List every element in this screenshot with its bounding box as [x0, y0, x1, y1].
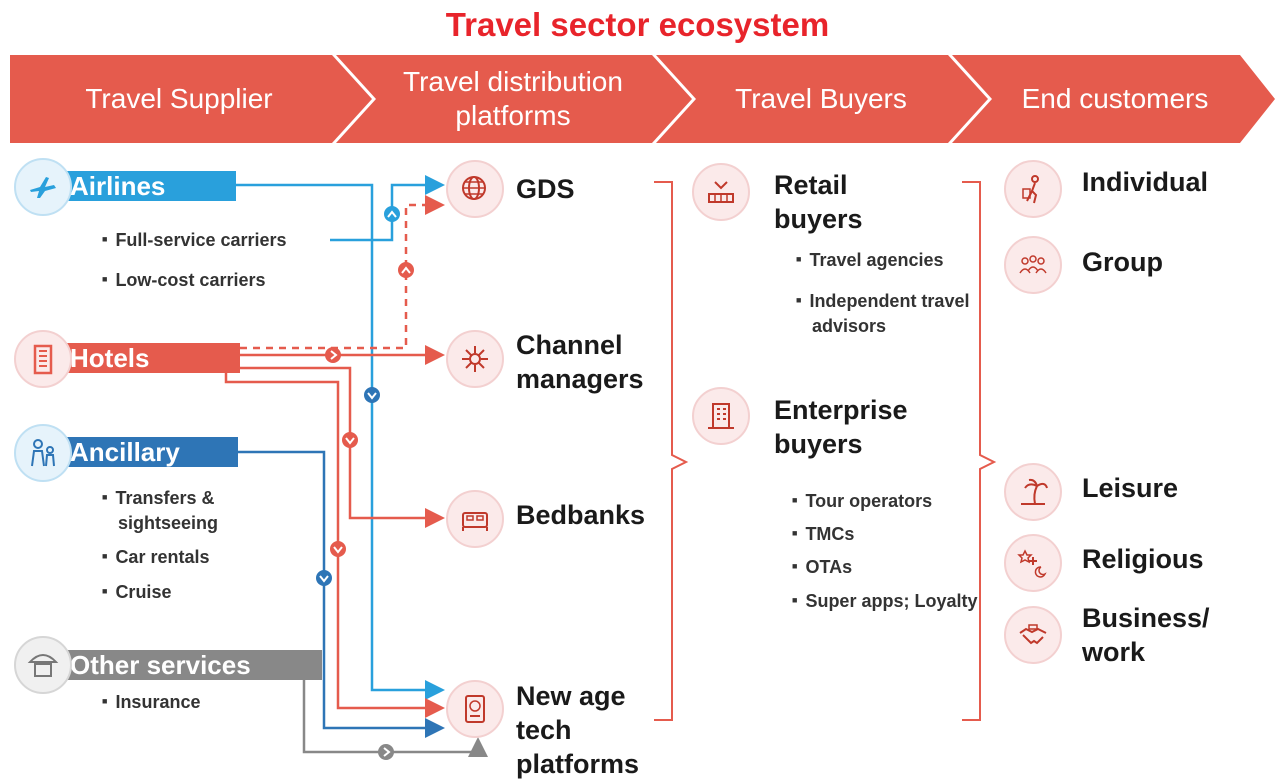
- supplier-airlines-label: Airlines: [70, 171, 166, 201]
- bed-icon: [446, 490, 504, 548]
- people-icon: [14, 424, 72, 482]
- platform-bedbanks-label: Bedbanks: [516, 500, 646, 530]
- ancillary-item-3: Cruise: [102, 580, 171, 605]
- passport-icon: [446, 680, 504, 738]
- supplier-hotels-label: Hotels: [70, 343, 150, 373]
- platform-newage-label: New age tech platforms: [516, 681, 640, 779]
- stage-distribution-platforms: Travel distribution platforms: [403, 66, 623, 131]
- other-item-1: Insurance: [102, 690, 200, 715]
- customer-leisure-label: Leisure: [1082, 473, 1179, 503]
- group-icon: [1004, 236, 1062, 294]
- retail-icon: [692, 163, 750, 221]
- buyer-enterprise-label: Enterprise buyers: [774, 395, 908, 459]
- stage-band: [10, 55, 1275, 143]
- umbrella-icon: [14, 636, 72, 694]
- handshake-icon: [1004, 606, 1062, 664]
- supplier-ancillary-label: Ancillary: [70, 437, 180, 467]
- stage-end-customers: End customers: [1021, 83, 1209, 114]
- airlines-item-2: Low-cost carriers: [102, 268, 265, 293]
- network-icon: [446, 330, 504, 388]
- customer-individual-label: Individual: [1082, 167, 1209, 197]
- enterprise-item-1: Tour operators: [792, 489, 932, 514]
- airplane-icon: [14, 158, 72, 216]
- stage-travel-supplier: Travel Supplier: [85, 83, 273, 114]
- airlines-item-1: Full-service carriers: [102, 228, 286, 253]
- ancillary-item-1: Transfers & sightseeing: [102, 486, 288, 535]
- retail-item-1: Travel agencies: [796, 248, 943, 273]
- enterprise-item-4: Super apps; Loyalty: [792, 589, 978, 614]
- globe-icon: [446, 160, 504, 218]
- supplier-hotels-bar: Hotels: [58, 343, 240, 373]
- buyer-retail-label: Retail buyers: [774, 170, 863, 234]
- hotel-building-icon: [14, 330, 72, 388]
- traveler-icon: [1004, 160, 1062, 218]
- religious-icon: [1004, 534, 1062, 592]
- diagram-title: Travel sector ecosystem: [445, 6, 830, 43]
- supplier-ancillary-bar: Ancillary: [58, 437, 238, 467]
- supplier-other-bar: Other services: [58, 650, 322, 680]
- customer-group-label: Group: [1082, 247, 1163, 277]
- platform-channel-label: Channel managers: [516, 330, 644, 394]
- enterprise-item-2: TMCs: [792, 522, 854, 547]
- enterprise-item-3: OTAs: [792, 555, 852, 580]
- supplier-airlines-bar: Airlines: [58, 171, 236, 201]
- palm-tree-icon: [1004, 463, 1062, 521]
- customer-religious-label: Religious: [1082, 544, 1204, 574]
- retail-item-2: Independent travel advisors: [796, 289, 1002, 338]
- ancillary-item-2: Car rentals: [102, 545, 209, 570]
- platform-gds-label: GDS: [516, 174, 575, 204]
- supplier-other-label: Other services: [70, 650, 251, 680]
- customer-business-label: Business/ work: [1082, 603, 1210, 667]
- stage-travel-buyers: Travel Buyers: [735, 83, 907, 114]
- enterprise-building-icon: [692, 387, 750, 445]
